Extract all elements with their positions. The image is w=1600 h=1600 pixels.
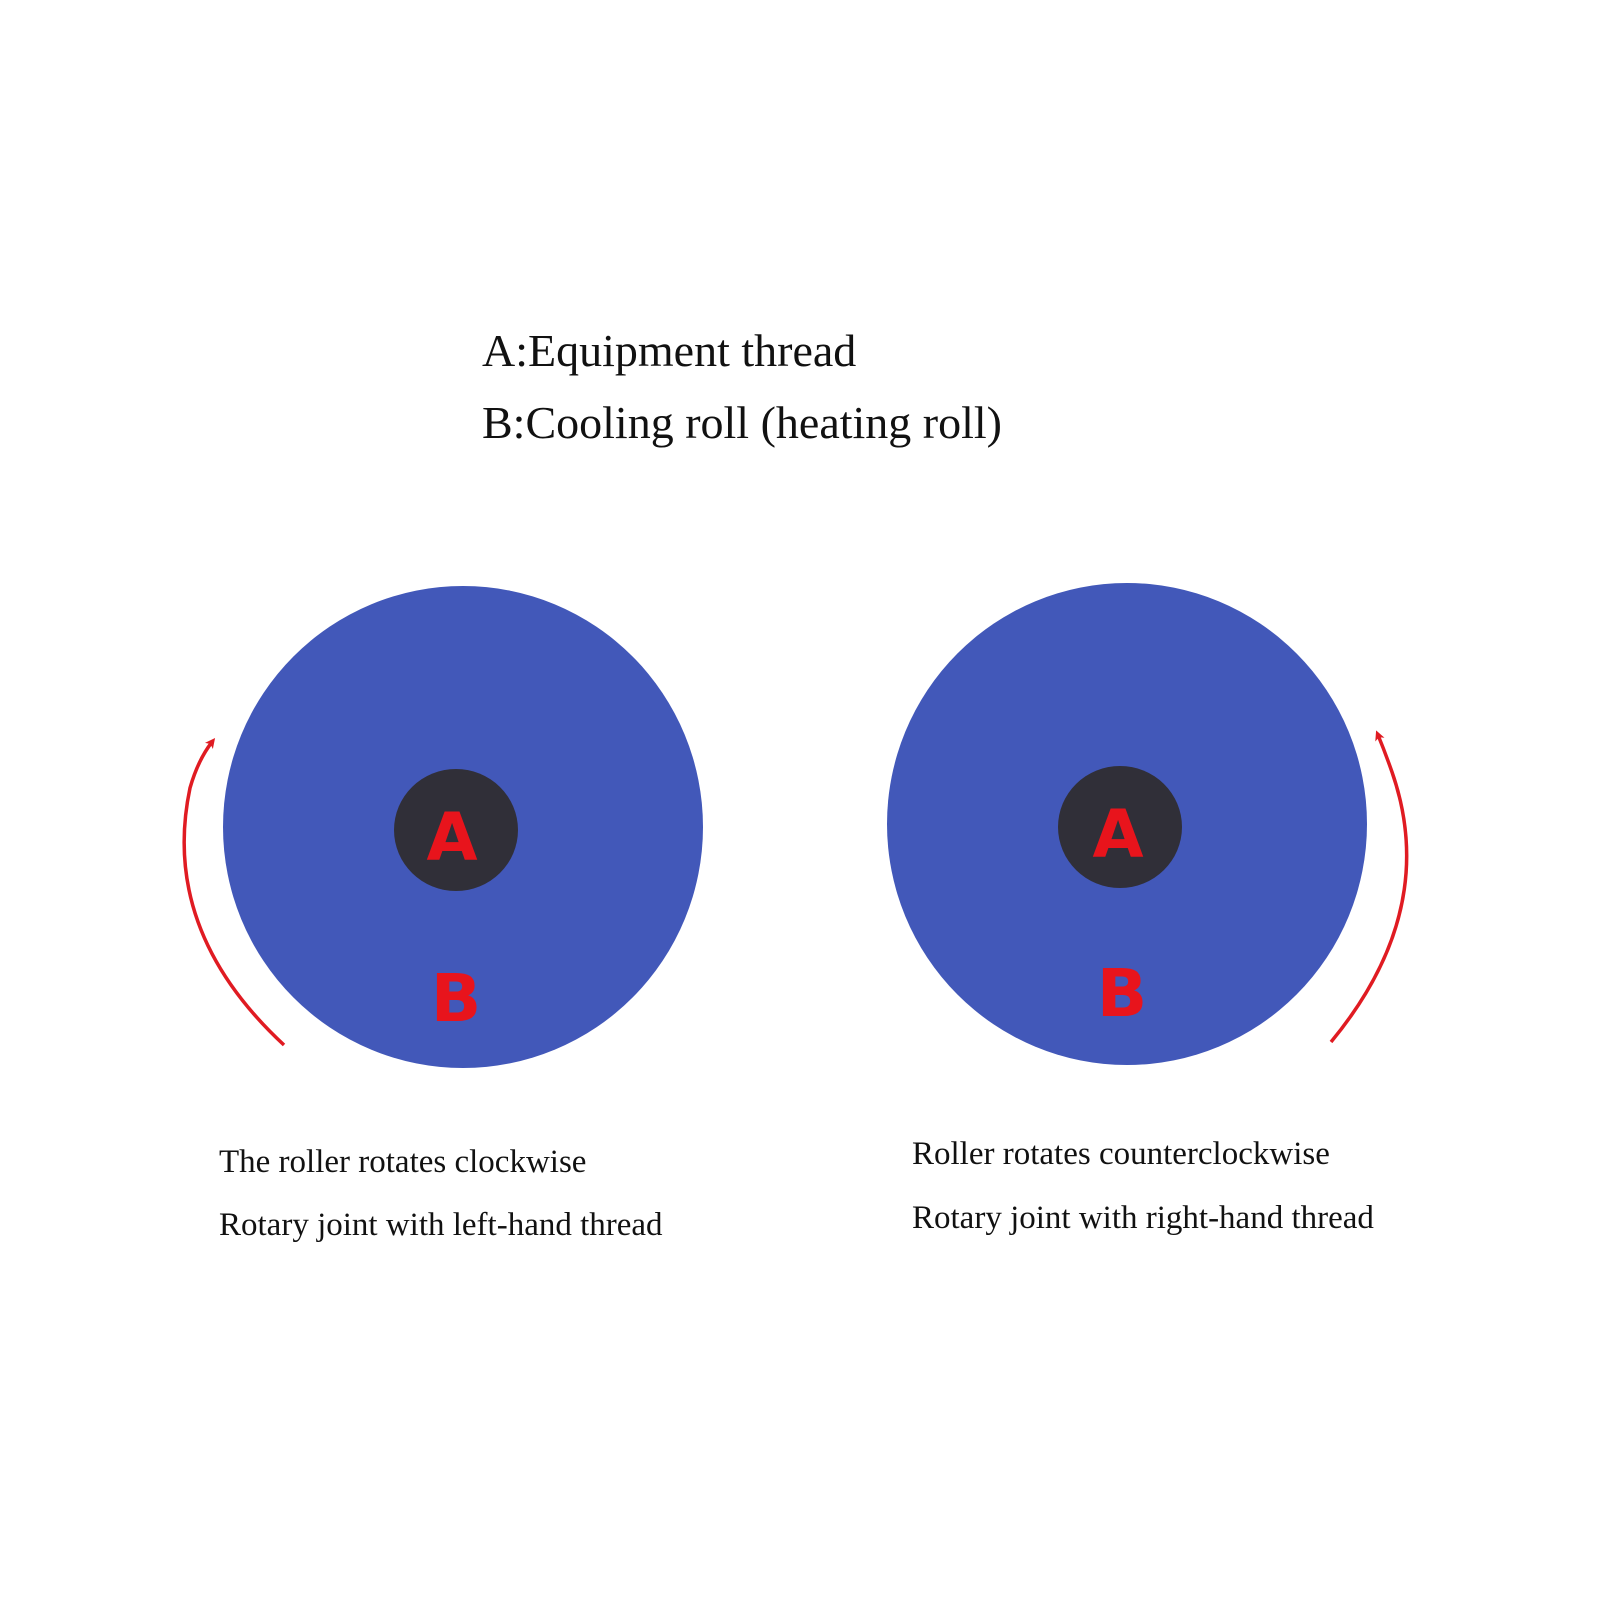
caption-right-thread: Rotary joint with right-hand thread: [912, 1200, 1374, 1236]
roller-left: A B: [182, 586, 703, 1068]
roll-label-right: B: [1097, 955, 1147, 1032]
roller-right: A B: [887, 583, 1409, 1065]
caption-right-rotation: Roller rotates counterclockwise: [912, 1136, 1330, 1172]
roll-label-left: B: [431, 960, 481, 1037]
shaft-a-right: [1058, 766, 1182, 888]
curved-arrow-icon-right: [1329, 730, 1409, 1044]
curved-arrow-icon-left: [182, 738, 286, 1047]
legend-b: B:Cooling roll (heating roll): [482, 397, 1002, 448]
shaft-a-left: [394, 769, 518, 891]
legend-a: A:Equipment thread: [482, 325, 857, 376]
shaft-label-left: A: [426, 799, 477, 876]
caption-left-rotation: The roller rotates clockwise: [219, 1144, 587, 1180]
caption-left-thread: Rotary joint with left-hand thread: [219, 1207, 663, 1243]
shaft-label-right: A: [1092, 796, 1143, 873]
